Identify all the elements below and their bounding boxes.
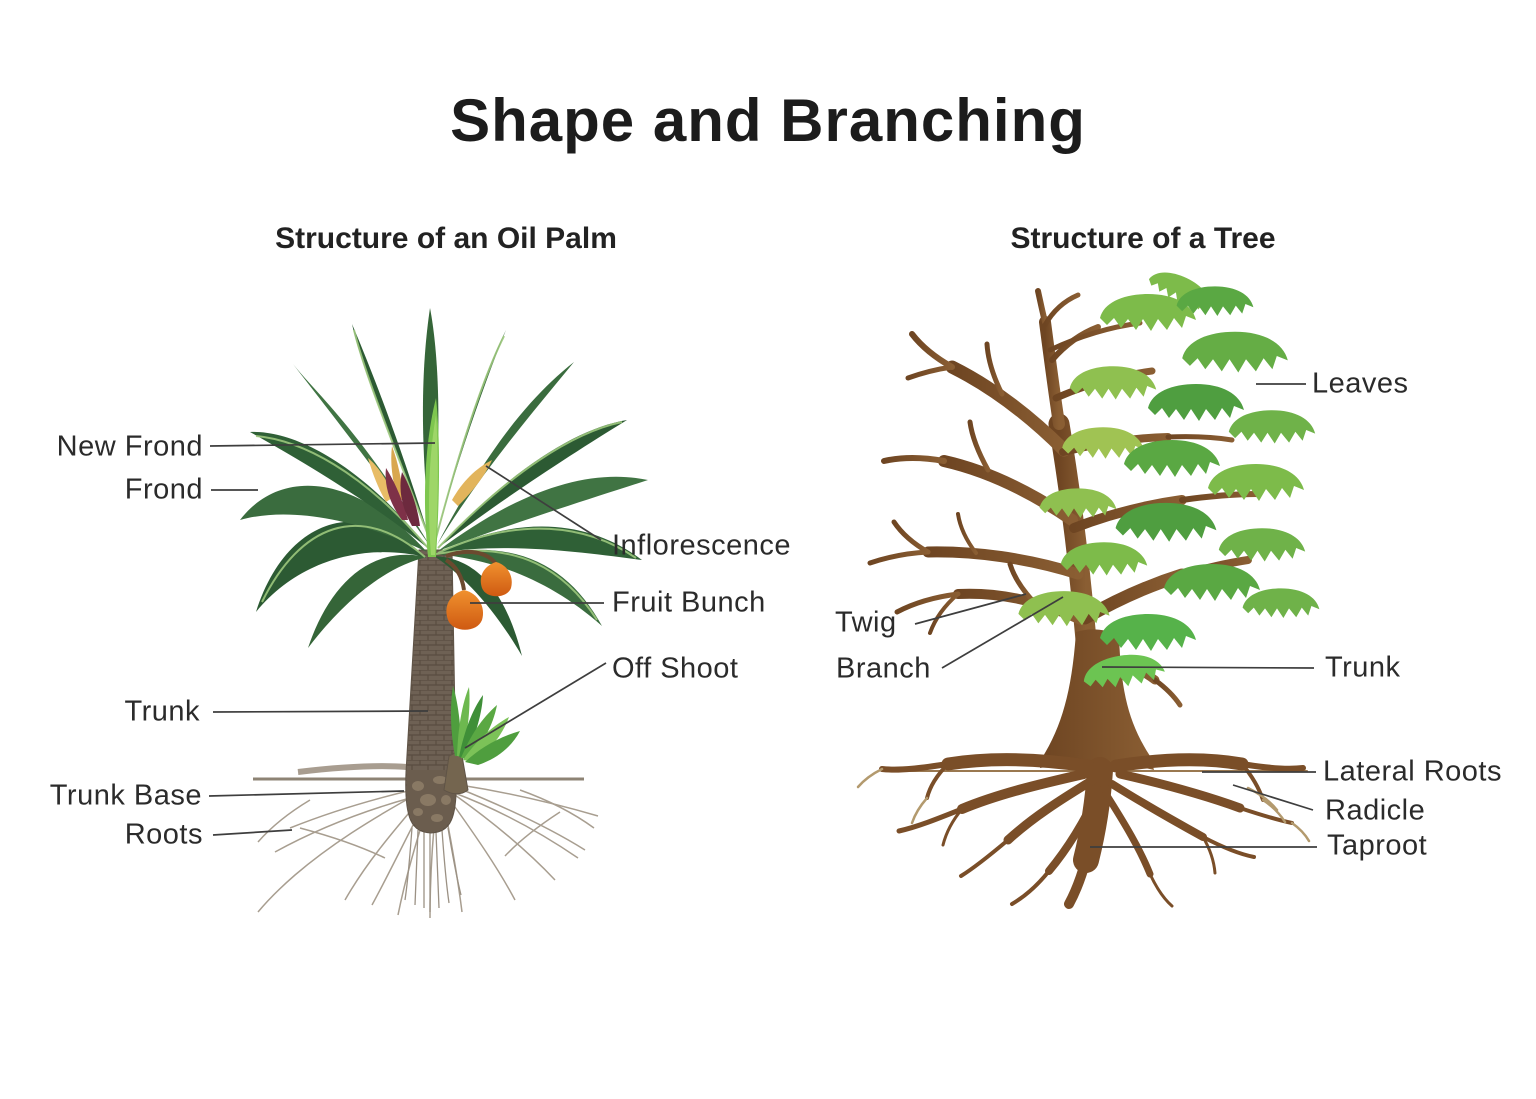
- label-frond: Frond: [124, 473, 203, 506]
- label-lateral-roots: Lateral Roots: [1323, 755, 1502, 788]
- tree-trunk: [1040, 629, 1154, 770]
- palm-fronds: [240, 308, 648, 656]
- palm-fruit-bunch: [444, 549, 512, 630]
- palm-trunk-base: [406, 770, 457, 832]
- label-leaves: Leaves: [1312, 367, 1409, 400]
- label-radicle: Radicle: [1325, 794, 1426, 827]
- label-trunk-base: Trunk Base: [49, 779, 202, 812]
- label-tree-trunk: Trunk: [1325, 651, 1401, 684]
- label-fruit-bunch: Fruit Bunch: [612, 586, 766, 619]
- label-palm-trunk: Trunk: [124, 695, 200, 728]
- palm-inflorescence: [368, 446, 492, 526]
- label-roots: Roots: [124, 818, 203, 851]
- palm-subtitle: Structure of an Oil Palm: [275, 222, 617, 255]
- label-inflorescence: Inflorescence: [612, 529, 791, 562]
- label-taproot: Taproot: [1327, 829, 1428, 862]
- label-branch: Branch: [836, 652, 931, 685]
- tree-subtitle: Structure of a Tree: [1010, 222, 1276, 255]
- tree-roots: [856, 753, 1311, 909]
- palm-trunk: [405, 549, 457, 834]
- palm-new-frond: [424, 398, 440, 557]
- label-new-frond: New Frond: [56, 430, 203, 463]
- page-title: Shape and Branching: [450, 87, 1086, 154]
- palm-root-fibers: [404, 827, 462, 912]
- label-off-shoot: Off Shoot: [612, 652, 739, 685]
- oil-palm-illustration: [240, 308, 648, 919]
- tree-illustration: [856, 263, 1320, 909]
- leader-lines: [208, 383, 1317, 848]
- label-twig: Twig: [835, 606, 897, 639]
- tree-radicles: [856, 767, 1311, 843]
